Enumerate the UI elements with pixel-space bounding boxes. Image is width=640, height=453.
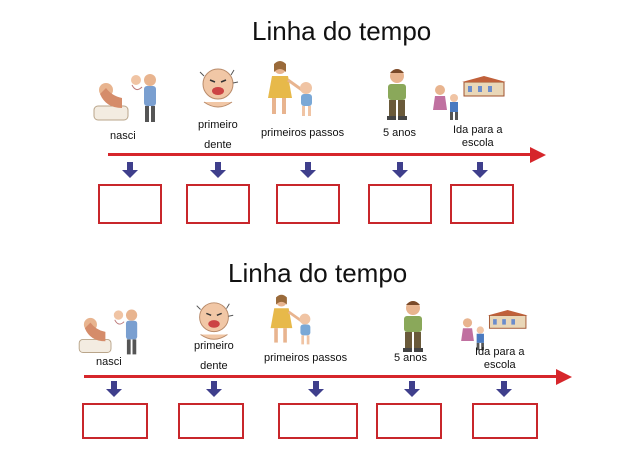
answer-box[interactable] bbox=[368, 184, 432, 224]
event-label-primeiro-dente: primeiro dente bbox=[194, 340, 234, 373]
answer-box[interactable] bbox=[472, 403, 538, 439]
timeline-arrow-line bbox=[108, 153, 532, 156]
down-arrow-icon bbox=[472, 162, 488, 178]
event-label-ida-escola: Ida para a escola bbox=[475, 346, 525, 372]
first-steps-icon bbox=[270, 294, 311, 345]
down-arrow-icon bbox=[206, 381, 222, 397]
event-label-primeiros-passos: primeiros passos bbox=[264, 352, 348, 364]
event-label-5-anos: 5 anos bbox=[383, 127, 417, 139]
crying-baby-icon bbox=[199, 68, 239, 108]
timeline-title: Linha do tempo bbox=[228, 258, 408, 288]
event-label-line: Ida para a bbox=[475, 346, 525, 358]
event-label-line: dente bbox=[200, 360, 228, 372]
down-arrow-icon bbox=[210, 162, 226, 178]
down-arrow-icon bbox=[122, 162, 138, 178]
answer-box[interactable] bbox=[178, 403, 244, 439]
first-steps-icon bbox=[268, 61, 312, 116]
event-label-nasci: nasci bbox=[110, 130, 136, 142]
event-label-primeiro-dente: primeiro dente bbox=[198, 119, 238, 152]
event-label-5-anos: 5 anos bbox=[394, 352, 428, 364]
event-label-line: escola bbox=[483, 359, 516, 371]
event-label-line: primeiro bbox=[194, 340, 234, 352]
timeline-1: Linha do tempo bbox=[0, 0, 640, 226]
down-arrow-icon bbox=[308, 381, 324, 397]
answer-box[interactable] bbox=[82, 403, 148, 439]
timeline-arrow-head-icon bbox=[530, 147, 546, 163]
child-five-years-icon bbox=[403, 301, 423, 352]
down-arrow-icon bbox=[392, 162, 408, 178]
event-label-primeiros-passos: primeiros passos bbox=[261, 127, 345, 139]
event-label-line: primeiro bbox=[198, 119, 238, 131]
event-label-nasci: nasci bbox=[96, 356, 122, 368]
timeline-arrow-head-icon bbox=[556, 369, 572, 385]
answer-box[interactable] bbox=[450, 184, 514, 224]
event-label-ida-escola: Ida para a escola bbox=[453, 124, 503, 150]
answer-box[interactable] bbox=[186, 184, 250, 224]
answer-box[interactable] bbox=[276, 184, 340, 224]
event-label-line: escola bbox=[461, 137, 494, 149]
baby-born-icon bbox=[93, 74, 156, 122]
answer-box[interactable] bbox=[98, 184, 162, 224]
down-arrow-icon bbox=[106, 381, 122, 397]
down-arrow-icon bbox=[496, 381, 512, 397]
crying-baby-icon bbox=[196, 302, 234, 340]
event-label-line: Ida para a bbox=[453, 124, 503, 136]
timeline-2: Linha do tempo bbox=[0, 226, 640, 453]
event-label-line: dente bbox=[204, 139, 232, 151]
down-arrow-icon bbox=[404, 381, 420, 397]
down-arrow-icon bbox=[300, 162, 316, 178]
child-five-years-icon bbox=[387, 69, 407, 120]
baby-born-icon bbox=[78, 309, 138, 355]
going-to-school-icon bbox=[461, 310, 528, 351]
timeline-arrow-line bbox=[84, 375, 558, 378]
going-to-school-icon bbox=[433, 76, 506, 120]
answer-box[interactable] bbox=[278, 403, 358, 439]
timeline-title: Linha do tempo bbox=[252, 16, 432, 46]
answer-box[interactable] bbox=[376, 403, 442, 439]
